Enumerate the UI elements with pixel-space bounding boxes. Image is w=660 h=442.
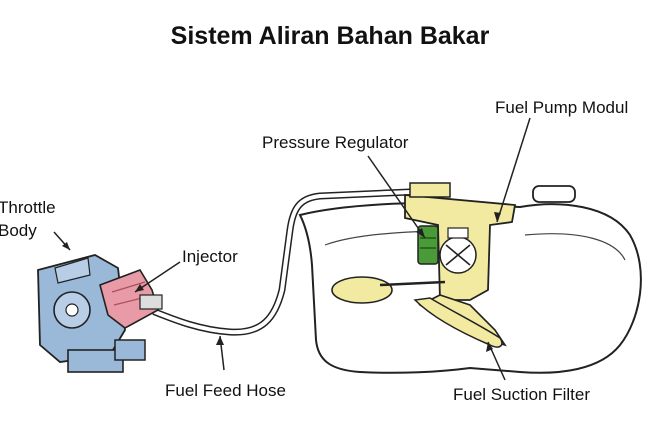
throttle-body [37, 254, 146, 373]
float-arm [379, 280, 446, 287]
diagram-title: Sistem Aliran Bahan Bakar [170, 22, 490, 50]
label-fuel-feed-hose: Fuel Feed Hose [165, 381, 286, 400]
pump-module-top [409, 182, 451, 198]
label-body: Body [0, 221, 37, 240]
leader-pressure-regulator [367, 155, 426, 239]
float [331, 276, 393, 304]
label-injector: Injector [182, 247, 238, 266]
fuel-feed-hose-core [153, 190, 412, 335]
label-fuel-suction-filter: Fuel Suction Filter [453, 385, 590, 404]
tank-cap [532, 185, 576, 203]
leader-fuel-pump-module [496, 117, 531, 223]
leader-injector [134, 261, 181, 293]
fuel-suction-filter [413, 297, 503, 348]
label-throttle: Throttle [0, 198, 56, 217]
label-fuel-pump-module: Fuel Pump Modul [495, 98, 629, 117]
injector [99, 269, 163, 329]
label-pressure-regulator: Pressure Regulator [262, 133, 409, 152]
